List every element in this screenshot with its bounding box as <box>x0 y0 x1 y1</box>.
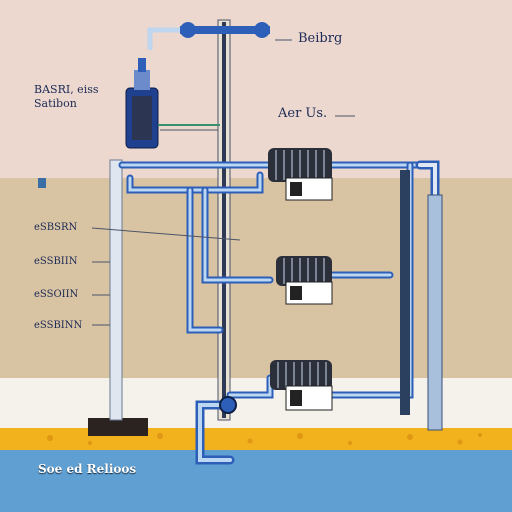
vent-crossbar <box>180 26 270 34</box>
bottom-valve <box>219 396 237 414</box>
left-riser-pipe <box>109 159 123 421</box>
label-middle-right: Aer Us. <box>278 106 328 121</box>
label-left-1: eSBSRN <box>34 222 78 233</box>
label-top-left-line2: Satibon <box>34 97 77 110</box>
foundation-block <box>88 418 148 436</box>
radiator-unit-middle <box>276 256 333 305</box>
marker-square <box>38 178 46 188</box>
pipe-network <box>118 160 440 465</box>
label-top-left-line1: BASRI, eiss <box>34 83 99 96</box>
radiator-unit-bottom <box>270 360 333 411</box>
gravel-texture <box>47 433 482 445</box>
label-left-3: eSSOIIN <box>34 289 79 300</box>
floor-slab <box>0 378 512 430</box>
right-stack-pipe <box>400 170 410 415</box>
radiator-unit-top <box>268 148 333 201</box>
vent-cap-left <box>180 22 196 38</box>
water-layer <box>0 450 512 512</box>
label-top-right: Beibrg <box>298 31 343 46</box>
diagram-caption: Soe ed Relioos <box>38 462 137 476</box>
label-left-4: eSSBINN <box>34 320 83 331</box>
label-left-2: eSSBIIN <box>34 256 78 267</box>
vent-cap-right <box>254 22 270 38</box>
